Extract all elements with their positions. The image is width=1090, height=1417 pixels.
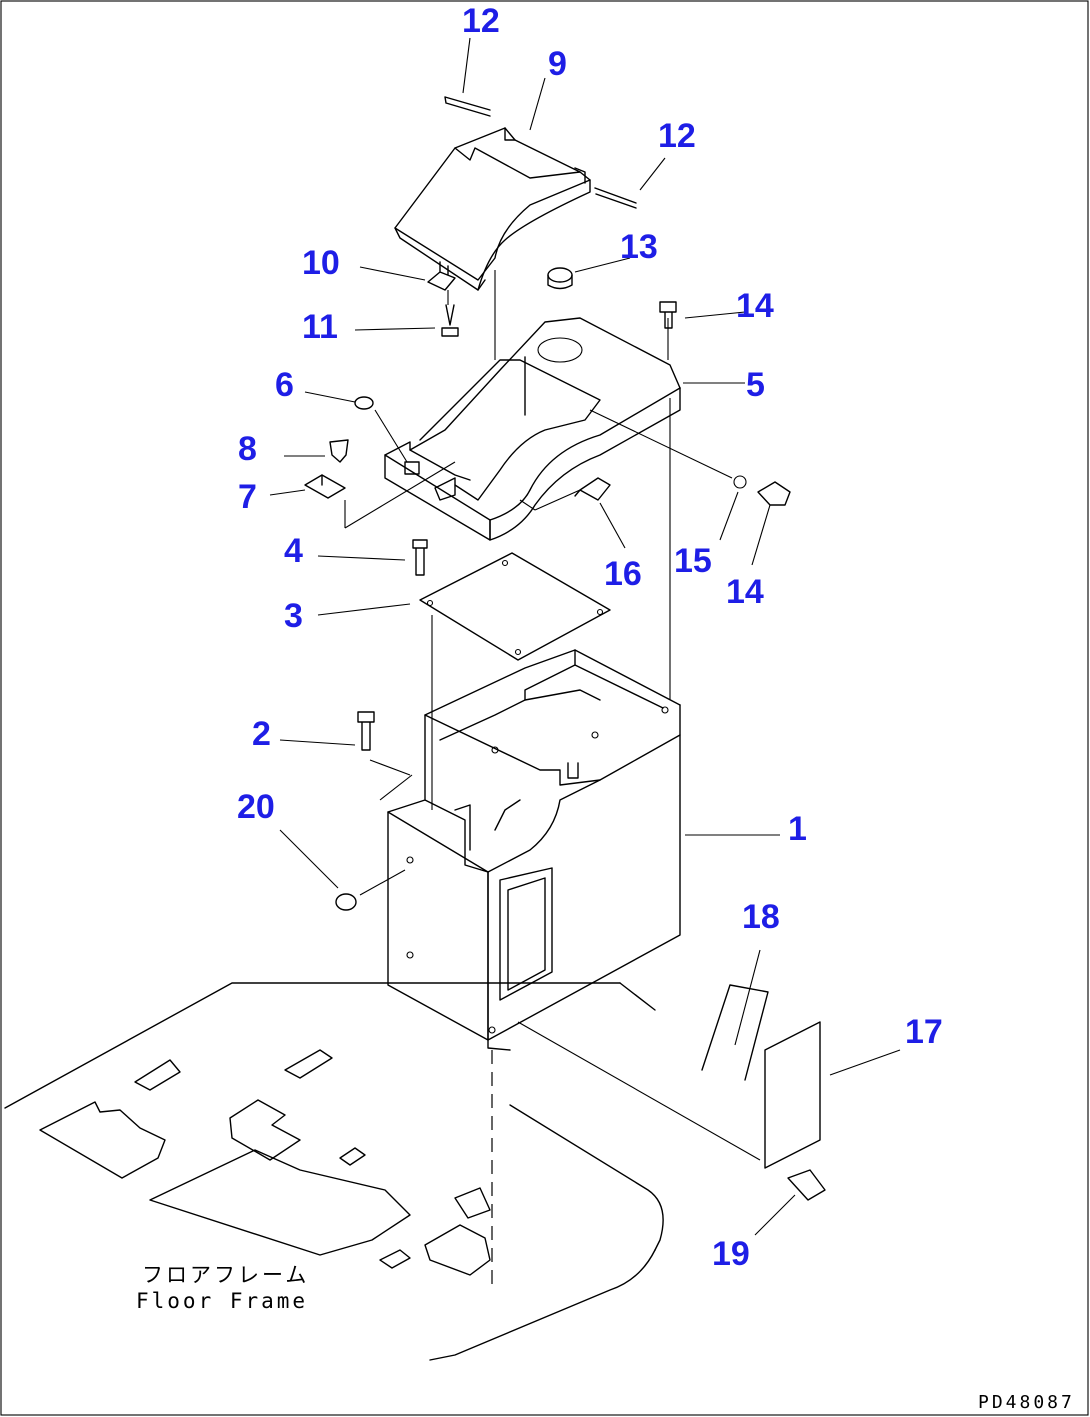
- floor-frame-label-en: Floor Frame: [136, 1289, 308, 1313]
- upper-cover-part-5: [384, 317, 681, 541]
- callout-15: 15: [674, 542, 712, 580]
- callout-4: 4: [284, 532, 303, 570]
- callout-10: 10: [302, 244, 340, 282]
- floor-frame-label-jp: フロアフレーム: [142, 1263, 309, 1287]
- callout-9: 9: [548, 45, 567, 83]
- console-box-part-1: [387, 649, 681, 1051]
- callout-3: 3: [284, 597, 303, 635]
- hardware-parts: [304, 96, 826, 1201]
- callout-12-right: 12: [658, 117, 696, 155]
- callout-14-side: 14: [726, 573, 764, 611]
- callout-leaders: [269, 37, 901, 1236]
- floor-frame-outline: [4, 982, 664, 1361]
- leader-lines: [344, 270, 761, 1290]
- callout-12-top: 12: [462, 2, 500, 40]
- callout-17: 17: [905, 1013, 943, 1051]
- callout-labels: 1 2 3 4 5 6 7 8 9 10 11 12 12 13 14 14 1…: [237, 2, 943, 1273]
- callout-11: 11: [302, 308, 338, 346]
- callout-13: 13: [620, 228, 658, 266]
- callout-7: 7: [238, 478, 257, 516]
- drawing-code: PD48087: [978, 1392, 1075, 1413]
- callout-14-top: 14: [736, 287, 774, 325]
- callout-16: 16: [604, 555, 642, 593]
- top-flap-part-9: [394, 127, 591, 291]
- callout-1: 1: [788, 810, 807, 848]
- callout-8: 8: [238, 430, 257, 468]
- callout-6: 6: [275, 366, 294, 404]
- callout-18: 18: [742, 898, 780, 936]
- callout-2: 2: [252, 715, 271, 753]
- callout-5: 5: [746, 366, 765, 404]
- callout-19: 19: [712, 1235, 750, 1273]
- plate-part-3: [419, 552, 611, 661]
- callout-20: 20: [237, 788, 275, 826]
